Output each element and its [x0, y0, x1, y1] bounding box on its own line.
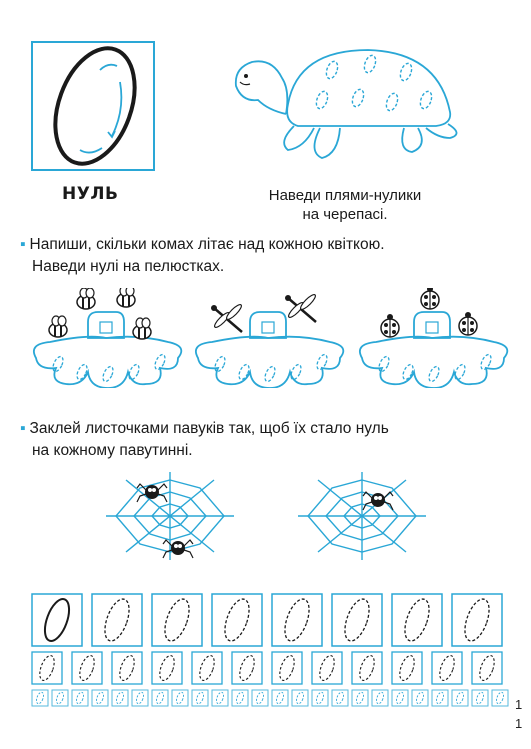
- zero-digit-box: [31, 41, 155, 171]
- page-number-bottom: 1: [515, 716, 523, 731]
- task-2-text: ▪Заклей листочками павуків так, щоб їх с…: [20, 418, 520, 462]
- flowers-row: [32, 288, 509, 388]
- spider-webs-row: [105, 471, 427, 561]
- task-1-text: ▪Напиши, скільки комах літає над кожною …: [20, 234, 520, 278]
- square-bullet-icon: ▪: [20, 420, 26, 437]
- square-bullet-icon: ▪: [20, 236, 26, 253]
- task-1-line2: Наведи нулі на пелюстках.: [32, 258, 225, 275]
- turtle-caption: Наведи плями-нулики на черепасі.: [230, 186, 460, 224]
- task-1-line1: Напиши, скільки комах літає над кожною к…: [29, 236, 385, 253]
- task-2-line1: Заклей листочками павуків так, щоб їх ст…: [29, 420, 389, 437]
- turtle-caption-line1: Наведи плями-нулики: [268, 187, 422, 204]
- task-2-line2: на кожному павутинні.: [32, 442, 193, 459]
- page-number-top: 1: [515, 697, 523, 712]
- zero-tracing-grid: [31, 593, 509, 707]
- turtle-illustration: [234, 49, 458, 159]
- turtle-caption-line2: на черепасі.: [302, 206, 388, 223]
- digit-word: НУЛЬ: [62, 184, 119, 204]
